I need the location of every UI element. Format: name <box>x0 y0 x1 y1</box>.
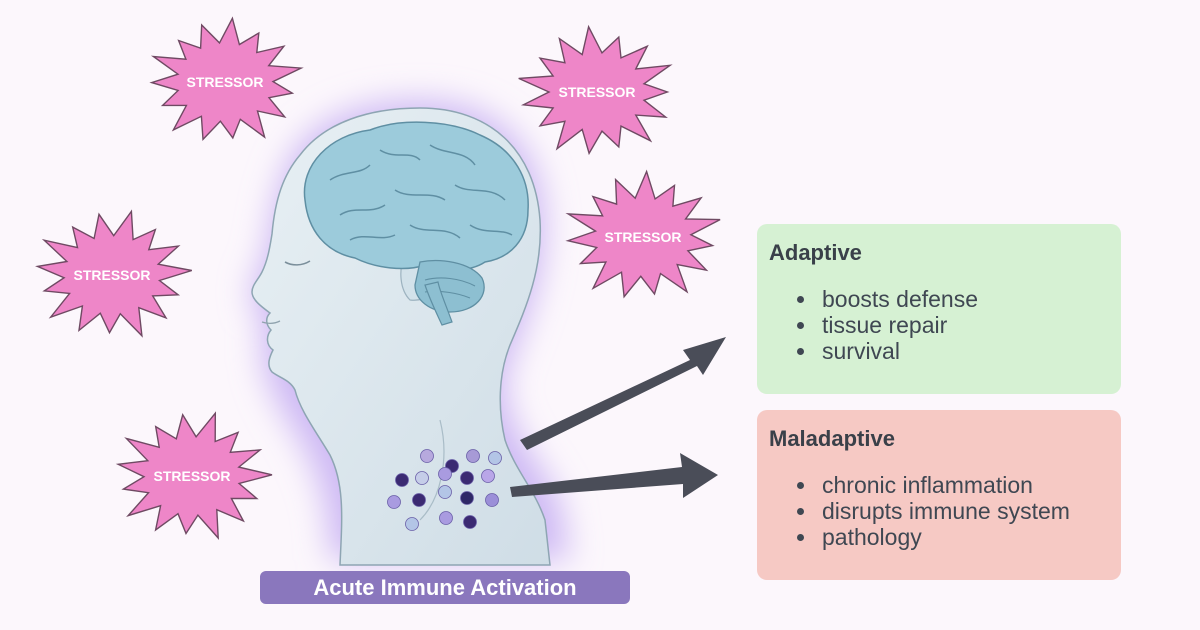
immune-cell-icon <box>488 451 502 465</box>
immune-cell-icon <box>387 495 401 509</box>
stressor-starburst-icon <box>35 209 193 338</box>
stressor-label: STRESSOR <box>558 84 635 100</box>
immune-cell-icon <box>412 493 426 507</box>
maladaptive-list: chronic inflammation disrupts immune sys… <box>769 472 1109 550</box>
caption-text: Acute Immune Activation <box>313 575 576 600</box>
immune-cell-icon <box>466 449 480 463</box>
immune-cell-icon <box>438 467 452 481</box>
list-item: survival <box>769 338 1109 364</box>
immune-cell-icon <box>485 493 499 507</box>
stressor-starburst: STRESSOR <box>115 411 273 540</box>
brain-icon <box>303 121 529 326</box>
immune-cell-icon <box>395 473 409 487</box>
arrow-to-adaptive <box>520 337 726 450</box>
list-item: boosts defense <box>769 286 1109 312</box>
immune-cell-icon <box>463 515 477 529</box>
immune-cell-icon <box>438 485 452 499</box>
stressor-label: STRESSOR <box>153 468 230 484</box>
immune-cell-icon <box>460 491 474 505</box>
stressor-group: STRESSOR STRESSOR STRESSOR STRESSOR STRESSOR <box>35 16 721 540</box>
list-item: chronic inflammation <box>769 472 1109 498</box>
adaptive-title: Adaptive <box>769 240 862 265</box>
immune-cell-icon <box>405 517 419 531</box>
immune-cell-cluster <box>387 449 502 531</box>
stressor-starburst: STRESSOR <box>35 209 193 338</box>
list-item: disrupts immune system <box>769 498 1109 524</box>
stressor-label: STRESSOR <box>186 74 263 90</box>
stressor-starburst: STRESSOR <box>565 169 721 299</box>
immune-cell-icon <box>460 471 474 485</box>
stressor-label: STRESSOR <box>604 229 681 245</box>
stressor-starburst-icon <box>565 169 721 299</box>
adaptive-panel: Adaptive boosts defense tissue repair su… <box>757 224 1121 394</box>
arrow-to-maladaptive <box>510 453 718 498</box>
immune-cell-icon <box>415 471 429 485</box>
stressor-starburst-icon <box>115 411 273 540</box>
list-item: tissue repair <box>769 312 1109 338</box>
stressor-starburst-icon <box>149 16 304 142</box>
stressor-starburst: STRESSOR <box>149 16 304 142</box>
immune-cell-icon <box>439 511 453 525</box>
stressor-starburst-icon <box>518 24 673 156</box>
maladaptive-panel: Maladaptive chronic inflammation disrupt… <box>757 410 1121 580</box>
adaptive-list: boosts defense tissue repair survival <box>769 286 1109 364</box>
immune-cell-icon <box>481 469 495 483</box>
maladaptive-title: Maladaptive <box>769 426 895 451</box>
caption-badge: Acute Immune Activation <box>260 571 630 604</box>
immune-cell-icon <box>420 449 434 463</box>
stressor-starburst: STRESSOR <box>518 24 673 156</box>
list-item: pathology <box>769 524 1109 550</box>
stressor-label: STRESSOR <box>73 267 150 283</box>
